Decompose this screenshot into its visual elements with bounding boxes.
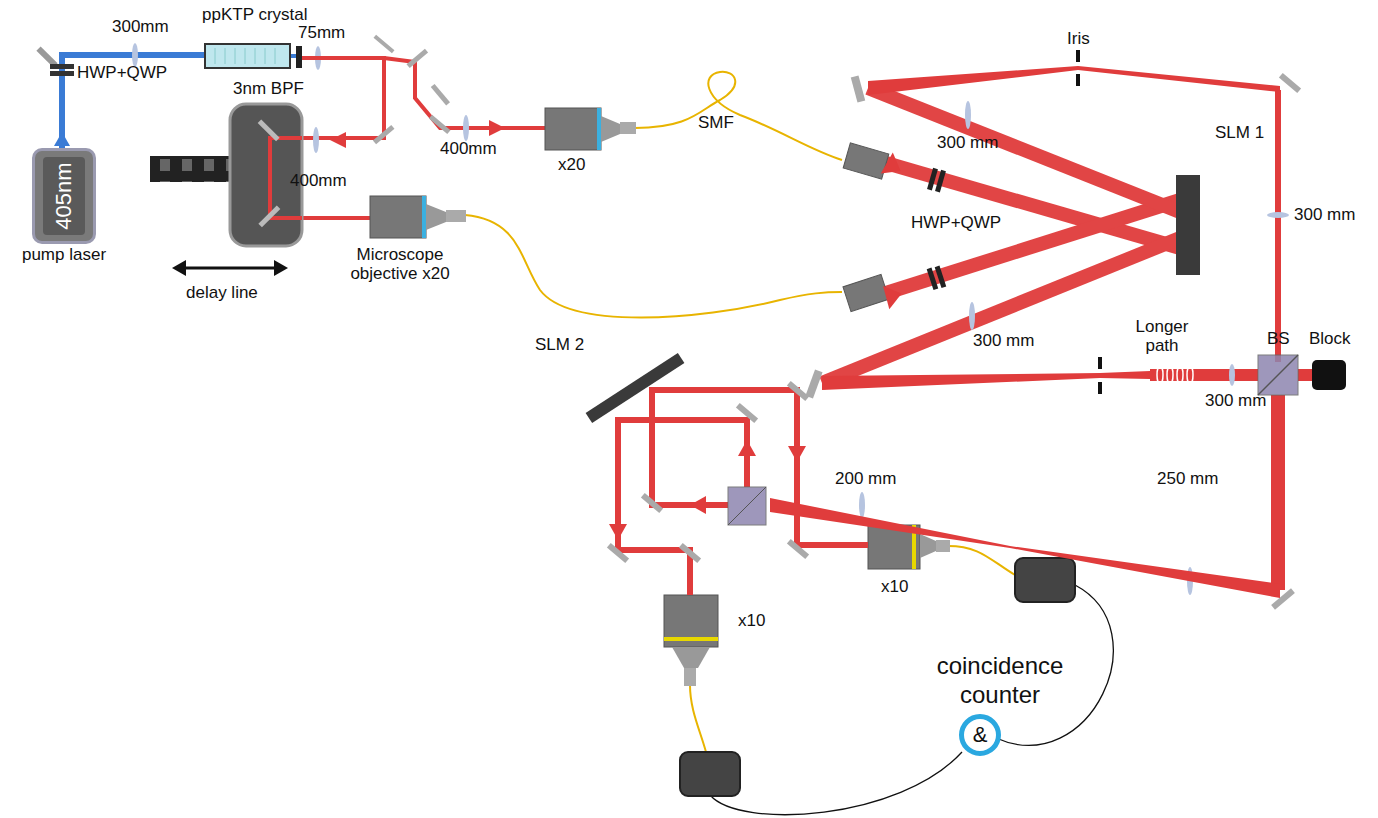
single-photon-detector — [680, 558, 1075, 796]
part-label: SLM 1 — [1215, 124, 1264, 143]
part-label: Block — [1309, 330, 1351, 349]
part-label: SMF — [698, 114, 734, 133]
beam-block — [1312, 360, 1346, 390]
part-label: 300mm — [112, 18, 169, 37]
beam — [618, 390, 868, 595]
part-label: x10 — [881, 578, 908, 597]
part-label: BS — [1267, 330, 1290, 349]
slm — [586, 353, 685, 423]
counter-title: coincidence counter — [925, 652, 1075, 710]
laser-box: 405nmpump laser — [32, 148, 96, 244]
part-label: HWP+QWP — [77, 64, 167, 83]
beam-splitter — [728, 487, 766, 525]
thick-beam — [822, 88, 1180, 383]
part-label: Microscope objective x20 — [340, 246, 460, 283]
signal-beam — [270, 58, 545, 218]
beam-splitter — [1258, 355, 1298, 395]
mirror — [607, 381, 809, 563]
part-label: ppKTP crystal — [202, 6, 308, 25]
part-label: SLM 2 — [535, 336, 584, 355]
part-label: Iris — [1067, 30, 1090, 49]
mirror — [373, 35, 451, 144]
part-label: 3nm BPF — [233, 80, 304, 99]
part-label: 400mm — [290, 172, 347, 191]
signal-wire — [710, 585, 1113, 815]
mirror — [805, 73, 1301, 610]
part-label: 250 mm — [1157, 470, 1218, 489]
part-label: 300 mm — [937, 134, 998, 153]
slm — [1176, 175, 1200, 275]
laser-caption: pump laser — [22, 245, 106, 265]
counter-symbol: & — [973, 722, 988, 748]
part-label: x10 — [738, 612, 765, 631]
part-label: 75mm — [298, 24, 345, 43]
microscope-objective — [370, 108, 950, 686]
delay-line-stage — [150, 104, 302, 276]
coincidence-counter: coincidence counter & — [915, 652, 1085, 756]
part-label: 300 mm — [973, 332, 1034, 351]
lens — [859, 101, 1289, 595]
part-label: 300 mm — [1294, 206, 1355, 225]
part-label: 300 mm — [1205, 392, 1266, 411]
part-label: HWP+QWP — [911, 214, 1001, 233]
fiber-coupler — [843, 143, 889, 312]
part-label: 200 mm — [835, 470, 896, 489]
fiber-coil — [1157, 366, 1193, 384]
part-label: 400mm — [440, 140, 497, 159]
laser-wavelength: 405nm — [51, 162, 77, 229]
part-label: x20 — [558, 156, 585, 175]
iris — [1076, 50, 1102, 394]
counter-circle: & — [959, 714, 1001, 756]
part-label: Longer path — [1131, 318, 1193, 355]
optical-fiber — [465, 72, 1015, 752]
thin-beam — [822, 66, 1312, 590]
part-label: delay line — [186, 284, 258, 303]
